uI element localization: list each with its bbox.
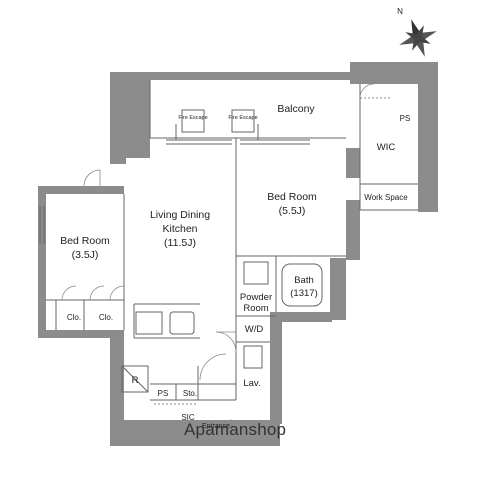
label-wd: W/D xyxy=(245,324,264,335)
toilet xyxy=(243,261,269,285)
label-work-space: Work Space xyxy=(364,193,408,202)
fire-escape-hatches xyxy=(175,109,259,140)
label-bath: Bath xyxy=(294,275,314,286)
doors xyxy=(61,83,375,447)
label-fire-escape-2: Fire Escape xyxy=(228,115,257,121)
label-ldk-size: (11.5J) xyxy=(164,237,196,249)
compass-icon xyxy=(399,19,437,57)
bathtub xyxy=(281,263,323,307)
label-powder-line2: Room xyxy=(243,303,268,314)
partitions xyxy=(46,80,418,401)
label-bed-room-b-size: (3.5J) xyxy=(72,249,99,261)
label-closet-1: Clo. xyxy=(67,313,81,322)
label-fire-escape-1: Fire Escape xyxy=(178,115,207,121)
walls xyxy=(38,62,438,446)
label-ldk-line2: Kitchen xyxy=(162,223,197,235)
kitchen-sink xyxy=(169,311,195,335)
label-entrance: Entrance xyxy=(202,423,230,430)
sink xyxy=(243,345,263,369)
label-powder-line1: Powder xyxy=(240,292,272,303)
label-sic: SIC xyxy=(181,413,195,422)
refrigerator-space xyxy=(121,365,149,393)
label-sto: Sto. xyxy=(183,389,197,398)
windows xyxy=(39,139,310,244)
label-ps-top: PS xyxy=(400,114,411,123)
label-ps-bottom: PS xyxy=(158,389,169,398)
label-ldk-line1: Living Dining xyxy=(150,209,210,221)
label-lav: Lav. xyxy=(243,378,260,389)
label-bath-size: (1317) xyxy=(290,288,317,299)
stove xyxy=(135,311,163,335)
label-bed-room-a: Bed Room xyxy=(267,191,317,203)
watermark-apamanshop: Apamanshop xyxy=(184,420,287,439)
label-bed-room-b: Bed Room xyxy=(60,235,110,247)
label-wic: WIC xyxy=(377,142,396,153)
label-refrigerator: R xyxy=(132,375,139,386)
compass-north-label: N xyxy=(397,7,403,16)
label-closet-2: Clo. xyxy=(99,313,113,322)
label-balcony: Balcony xyxy=(277,103,315,115)
label-bed-room-a-size: (5.5J) xyxy=(279,205,306,217)
